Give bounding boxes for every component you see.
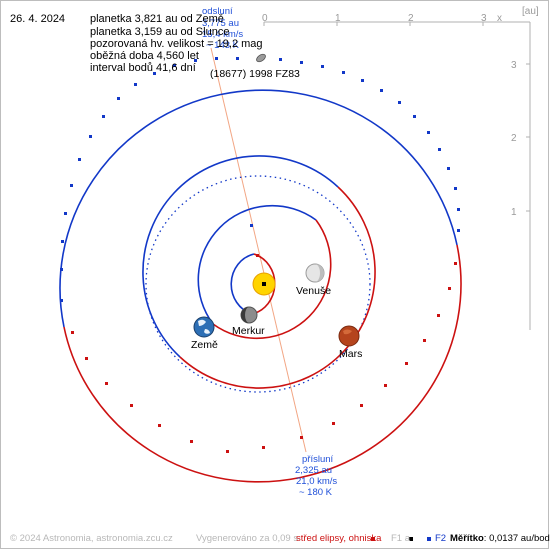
mars-icon [338, 325, 360, 347]
perihelion-dist: 2,325 au [295, 465, 332, 476]
legend-f1-marker [409, 537, 413, 541]
sun-focus-marker [262, 282, 266, 286]
legend-f2-marker [427, 537, 431, 541]
earth-orbit-near [179, 186, 376, 389]
y-tick-label-1: 1 [511, 207, 517, 218]
date-label: 26. 4. 2024 [10, 13, 66, 25]
info-distance-earth: planetka 3,821 au od Země [90, 13, 224, 25]
legend-focus-text: F1 a [391, 533, 410, 544]
y-tick-label-2: 2 [511, 133, 517, 144]
earth-orbit-far [142, 155, 339, 358]
asteroid-orbit-near [63, 244, 462, 483]
x-tick-label-2: 2 [408, 13, 414, 24]
orbit-points-near [71, 254, 457, 453]
mercury-orbit-far [230, 253, 255, 315]
earth-label: Země [191, 339, 218, 351]
footer-copyright[interactable]: © 2024 Astronomia, astronomia.zcu.cz [10, 533, 173, 544]
venus-orbit-near [212, 219, 332, 340]
scale-value: : 0,0137 au/bod [483, 533, 550, 544]
legend-f2-label: F2 [435, 533, 447, 544]
scale-label: Měřítko [450, 533, 484, 544]
aphelion-title: odsluní [202, 6, 233, 17]
mars-label: Mars [339, 348, 362, 360]
venus-orbit-far [197, 204, 317, 325]
legend-center-marker [371, 537, 375, 541]
aphelion-speed: 15,4 km/s [202, 29, 243, 40]
earth-icon [193, 316, 215, 338]
x-tick-label-3: 3 [481, 13, 487, 24]
orbit-points-far [60, 57, 460, 302]
x-tick-label-0: 0 [262, 13, 268, 24]
venus-label: Venuše [296, 285, 331, 297]
legend-f1-label: F1 a [391, 533, 411, 544]
perihelion-temp: ~ 180 K [299, 487, 333, 498]
apsidal-line [210, 47, 307, 453]
aphelion-dist: 3,775 au [202, 18, 239, 29]
mercury-label: Merkur [232, 325, 265, 337]
scale-info: Měřítko: 0,0137 au/bod [450, 533, 550, 544]
asteroid-name: (18677) 1998 FZ83 [210, 68, 300, 80]
footer-generated: Vygenerováno za 0,09 s [196, 533, 299, 544]
perihelion-title: přísluní [302, 454, 334, 465]
legend-center-label: střed elipsy, ohniska [296, 533, 382, 544]
perihelion-speed: 21,0 km/s [296, 476, 337, 487]
info-magnitude: pozorovaná hv. velikost = 19,2 mag [90, 38, 263, 50]
info-point-interval: interval bodů 41,6 dní [90, 62, 196, 74]
y-tick-label-3: 3 [511, 60, 517, 71]
info-period: oběžná doba 4,560 let [90, 50, 199, 62]
mars-orbit [145, 175, 371, 393]
legend-center-text: střed elipsy, ohniska [296, 533, 381, 544]
aphelion-temp: ~ 143 K [206, 40, 240, 51]
info-distance-sun: planetka 3,159 au od Slunce [90, 26, 230, 38]
asteroid-icon [256, 53, 266, 63]
x-tick-label-1: 1 [335, 13, 341, 24]
asteroid-orbit-far [59, 89, 458, 328]
x-axis-label: x [497, 13, 502, 24]
axis-unit: [au] [522, 6, 539, 17]
